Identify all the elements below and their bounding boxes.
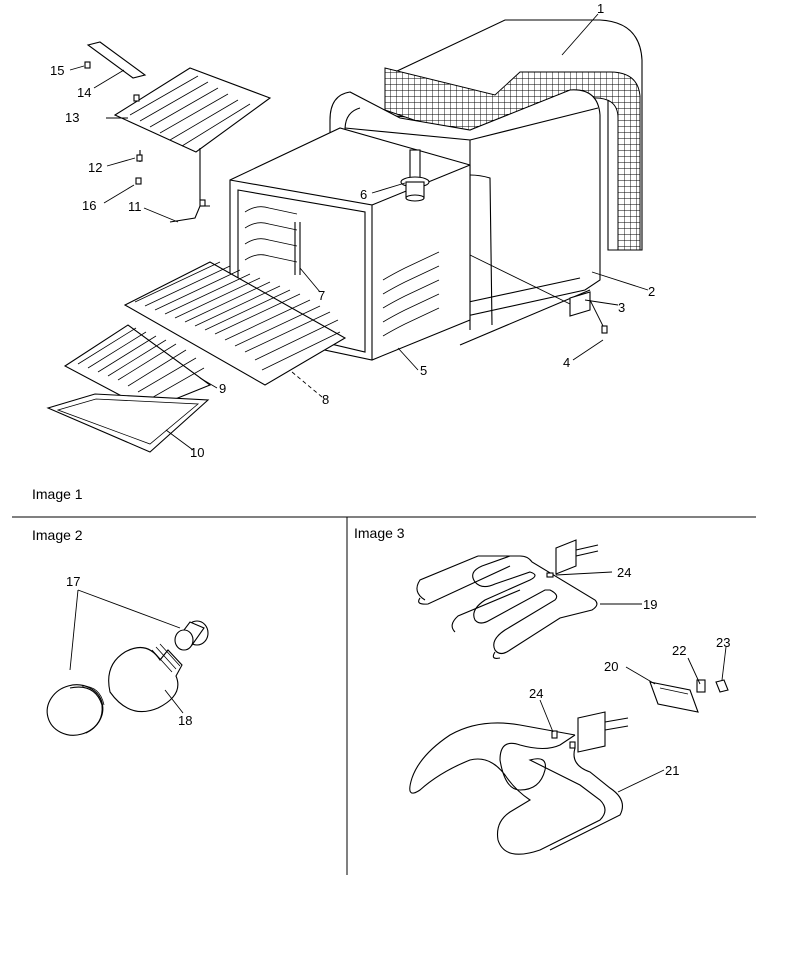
callout-21: 21 bbox=[665, 763, 679, 778]
callout-16: 16 bbox=[82, 198, 96, 213]
callout-17: 17 bbox=[66, 574, 80, 589]
bake-element bbox=[416, 539, 599, 659]
callout-5: 5 bbox=[420, 363, 427, 378]
oven-rack-upper bbox=[123, 261, 347, 386]
callout-8: 8 bbox=[322, 392, 329, 407]
callout-3: 3 bbox=[618, 300, 625, 315]
vent-tube bbox=[400, 149, 430, 202]
terminal-block bbox=[649, 681, 699, 713]
callout-19: 19 bbox=[643, 597, 657, 612]
callout-23: 23 bbox=[716, 635, 730, 650]
broil-element bbox=[409, 711, 629, 855]
latch-bracket bbox=[169, 205, 210, 223]
light-socket-sleeve bbox=[174, 620, 209, 651]
broiler-pan bbox=[46, 393, 210, 453]
callout-15: 15 bbox=[50, 63, 64, 78]
callout-11: 11 bbox=[128, 199, 142, 214]
leader-lines bbox=[69, 13, 649, 451]
light-bulb bbox=[108, 643, 183, 713]
callout-7: 7 bbox=[318, 288, 325, 303]
screws bbox=[84, 61, 608, 334]
callout-2: 2 bbox=[648, 284, 655, 299]
callout-13: 13 bbox=[65, 110, 79, 125]
caption-image-3: Image 3 bbox=[354, 525, 405, 541]
callout-14: 14 bbox=[77, 85, 91, 100]
callout-10: 10 bbox=[190, 445, 204, 460]
callout-4: 4 bbox=[563, 355, 570, 370]
terminal-bracket bbox=[469, 254, 606, 331]
element-hardware bbox=[546, 572, 729, 749]
callout-1: 1 bbox=[597, 1, 604, 16]
caption-image-1: Image 1 bbox=[32, 486, 83, 502]
callout-20: 20 bbox=[604, 659, 618, 674]
insulation-blanket bbox=[384, 19, 643, 251]
callout-6: 6 bbox=[360, 187, 367, 202]
caption-image-2: Image 2 bbox=[32, 527, 83, 543]
callout-24-broil: 24 bbox=[529, 686, 543, 701]
callout-12: 12 bbox=[88, 160, 102, 175]
light-lens bbox=[46, 684, 105, 736]
section-dividers bbox=[12, 516, 756, 875]
top-bracket bbox=[86, 41, 147, 79]
callout-9: 9 bbox=[219, 381, 226, 396]
callout-22: 22 bbox=[672, 643, 686, 658]
callout-24-bake: 24 bbox=[617, 565, 631, 580]
callout-18: 18 bbox=[178, 713, 192, 728]
